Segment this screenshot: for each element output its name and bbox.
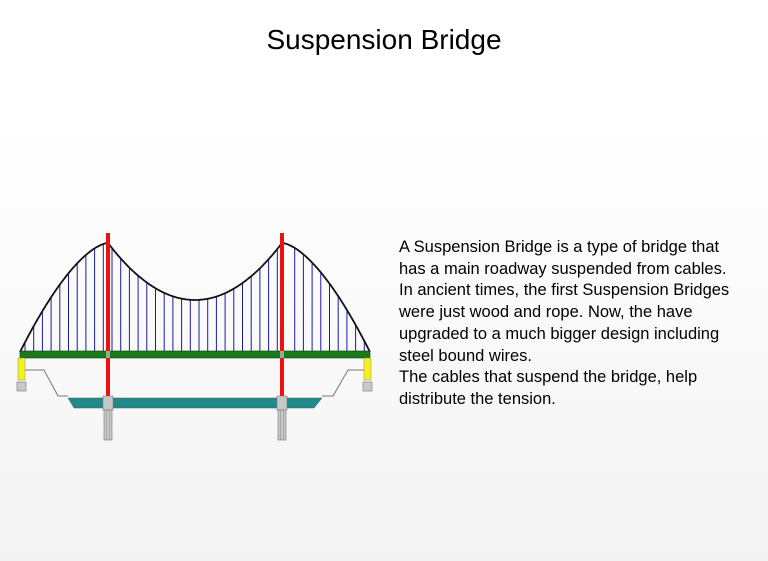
river bbox=[67, 397, 323, 409]
paragraph-definition: A Suspension Bridge is a type of bridge … bbox=[399, 238, 727, 278]
description-text: A Suspension Bridge is a type of bridge … bbox=[399, 237, 749, 411]
tower-right bbox=[276, 233, 288, 441]
suspension-bridge-illustration bbox=[16, 233, 373, 441]
tower-left bbox=[102, 233, 114, 441]
anchor-left bbox=[17, 357, 26, 381]
anchor-base-left bbox=[16, 381, 27, 392]
paragraph-history: In ancient times, the first Suspension B… bbox=[399, 281, 730, 365]
terrain-outline bbox=[25, 369, 366, 397]
slide-title: Suspension Bridge bbox=[266, 24, 502, 55]
hanger-cables bbox=[24, 244, 365, 351]
anchor-base-right bbox=[362, 381, 373, 392]
main-cable bbox=[19, 242, 371, 353]
anchor-right bbox=[363, 357, 372, 381]
road-deck bbox=[19, 350, 371, 359]
paragraph-cables: The cables that suspend the bridge, help… bbox=[399, 368, 698, 408]
